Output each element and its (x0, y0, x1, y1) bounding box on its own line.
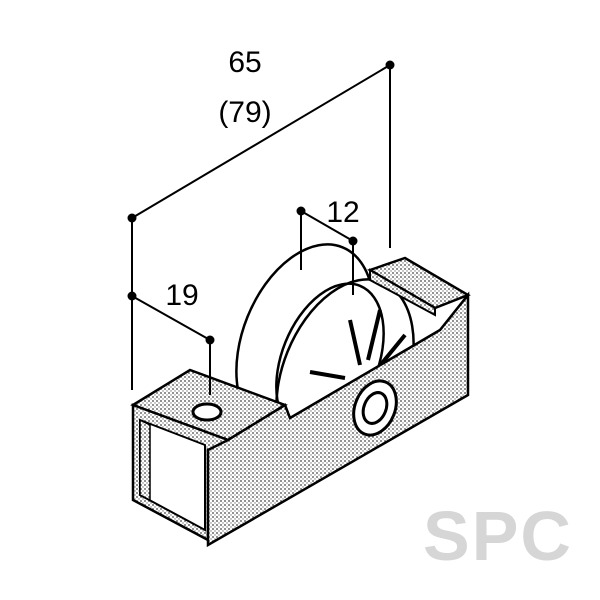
dimension-lines (131, 64, 391, 395)
dim-line-wheel-width (300, 210, 354, 242)
body-side-face (206, 291, 470, 548)
label-wheel-width: 12 (326, 196, 359, 229)
tab-side-face (369, 268, 436, 317)
dim-line-length (131, 64, 391, 219)
watermark-logo: SPC (423, 497, 573, 575)
dimension-dots (127, 60, 395, 345)
label-overall-length: 65 (228, 46, 261, 79)
screw-hole-icon (191, 402, 223, 422)
axle-inner-ring (361, 391, 389, 425)
dim-line-body-width (131, 295, 211, 341)
body-channel-wall (139, 418, 151, 502)
label-body-width: 19 (165, 279, 198, 312)
label-overall-length-alt: (79) (218, 96, 271, 129)
axle (352, 379, 398, 437)
